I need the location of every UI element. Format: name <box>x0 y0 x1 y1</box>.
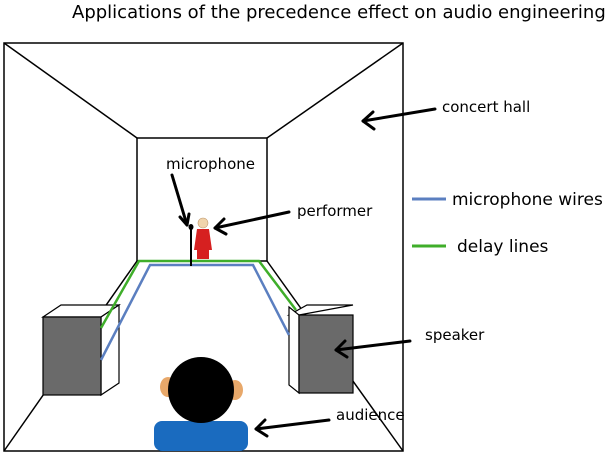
legend: microphone wires delay lines <box>412 190 603 257</box>
microphone-wire <box>99 263 291 361</box>
label-performer: performer <box>297 202 373 220</box>
performer-body <box>194 229 212 259</box>
legend-label-delay-lines: delay lines <box>457 237 549 257</box>
arrow-audience <box>254 418 331 438</box>
left-speaker-side <box>100 303 120 397</box>
audience-body <box>154 421 248 451</box>
arrow-microphone <box>170 173 191 227</box>
arrow-concert-hall <box>361 107 437 131</box>
annotation-arrows <box>170 107 437 438</box>
label-concert-hall: concert hall <box>442 98 530 116</box>
microphone-head <box>188 224 194 230</box>
diagram-title: Applications of the precedence effect on… <box>72 2 606 23</box>
label-speaker: speaker <box>425 326 485 344</box>
performer-head <box>197 217 209 229</box>
left-speaker-front <box>42 316 102 396</box>
right-speaker-side <box>288 305 300 395</box>
right-speaker-top <box>286 304 354 316</box>
room-edge-top-right <box>266 42 404 139</box>
right-speaker <box>286 304 354 395</box>
label-audience: audience <box>336 406 405 424</box>
arrow-speaker <box>334 339 412 359</box>
legend-label-microphone-wires: microphone wires <box>452 190 603 210</box>
microphone <box>188 224 194 266</box>
label-microphone: microphone <box>166 155 255 173</box>
performer-figure <box>194 217 212 259</box>
audience-head <box>168 357 234 423</box>
arrow-performer <box>213 210 291 236</box>
delay-line <box>99 259 297 329</box>
room-edge-top-left <box>3 42 138 139</box>
audience-figure <box>154 357 248 451</box>
